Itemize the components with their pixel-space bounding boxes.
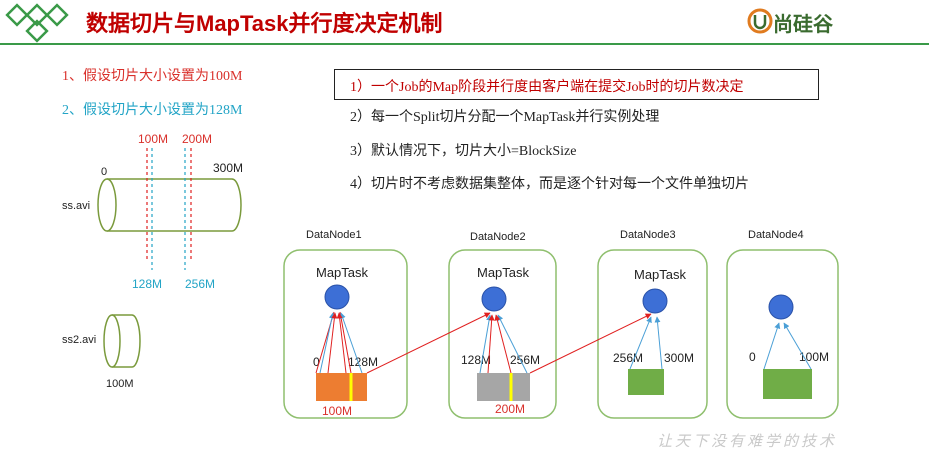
file-ss2-avi-cylinder — [103, 314, 141, 368]
dn2-split-arrows — [479, 314, 528, 374]
maptask4-circle — [768, 294, 794, 320]
dn4-split-arrows — [763, 322, 812, 370]
maptask1-label: MapTask — [316, 265, 369, 280]
file-ss-avi-cylinder — [97, 178, 242, 232]
cross-arrow-dn1-to-dn2 — [366, 312, 491, 374]
header-bar — [0, 3, 929, 45]
datanode3-box — [597, 249, 708, 419]
rule-4: 4）切片时不考虑数据集整体，而是逐个针对每一个文件单独切片 — [350, 177, 749, 192]
split100-label-1: 100M — [138, 132, 168, 146]
maptask2-label: MapTask — [477, 265, 530, 280]
maptask3-circle — [642, 288, 668, 314]
datanode3-block — [628, 369, 664, 395]
split128-label-1: 128M — [132, 277, 162, 291]
dn2-right-label: 256M — [510, 353, 540, 367]
assumption-100m: 1、假设切片大小设置为100M — [62, 69, 243, 84]
rule-1: 1）一个Job的Map阶段并行度由客户端在提交Job时的切片数决定 — [350, 80, 744, 95]
datanode4-label: DataNode4 — [748, 229, 804, 241]
cross-arrow-dn2-to-dn3 — [529, 313, 652, 374]
datanode1-block — [316, 373, 367, 401]
assumption-128m: 2、假设切片大小设置为128M — [62, 103, 243, 118]
datanode2-block — [477, 373, 530, 401]
file1-end-label: 300M — [213, 161, 243, 175]
datanode3-label: DataNode3 — [620, 229, 676, 241]
dn1-left-label: 0 — [313, 355, 320, 369]
dn4-left-label: 0 — [749, 350, 756, 364]
block1-label: 100M — [322, 404, 352, 418]
maptask2-circle — [481, 286, 507, 312]
dn1-right-label: 128M — [348, 355, 378, 369]
rule-3: 3）默认情况下，切片大小=BlockSize — [350, 144, 577, 159]
dn1-split-arrows — [315, 311, 363, 374]
dn3-left-label: 256M — [613, 351, 643, 365]
split128-label-2: 256M — [185, 277, 215, 291]
file1-start-label: 0 — [101, 166, 107, 178]
datanode1-label: DataNode1 — [306, 229, 362, 241]
file2-size-label: 100M — [106, 378, 134, 390]
maptask3-label: MapTask — [634, 267, 687, 282]
datanode2-label: DataNode2 — [470, 231, 526, 243]
brand-logo-icon — [747, 8, 773, 34]
logo-diamonds-icon — [5, 3, 69, 43]
highlight-box — [334, 69, 819, 100]
block2-label: 200M — [495, 402, 525, 416]
footer-slogan: 让天下没有难学的技术 — [656, 433, 837, 450]
brand-name: 尚硅谷 — [773, 14, 833, 36]
datanode4-block — [763, 369, 812, 399]
split100-label-2: 200M — [182, 132, 212, 146]
maptask1-circle — [324, 284, 350, 310]
rule-2: 2）每一个Split切片分配一个MapTask并行实例处理 — [350, 110, 660, 125]
dn2-left-label: 128M — [461, 353, 491, 367]
datanode1-box — [283, 249, 408, 419]
dn3-split-arrows — [629, 316, 663, 370]
file2-name: ss2.avi — [62, 334, 96, 346]
file1-name: ss.avi — [62, 200, 90, 212]
page-title: 数据切片与MapTask并行度决定机制 — [86, 11, 443, 36]
dn3-right-label: 300M — [664, 351, 694, 365]
